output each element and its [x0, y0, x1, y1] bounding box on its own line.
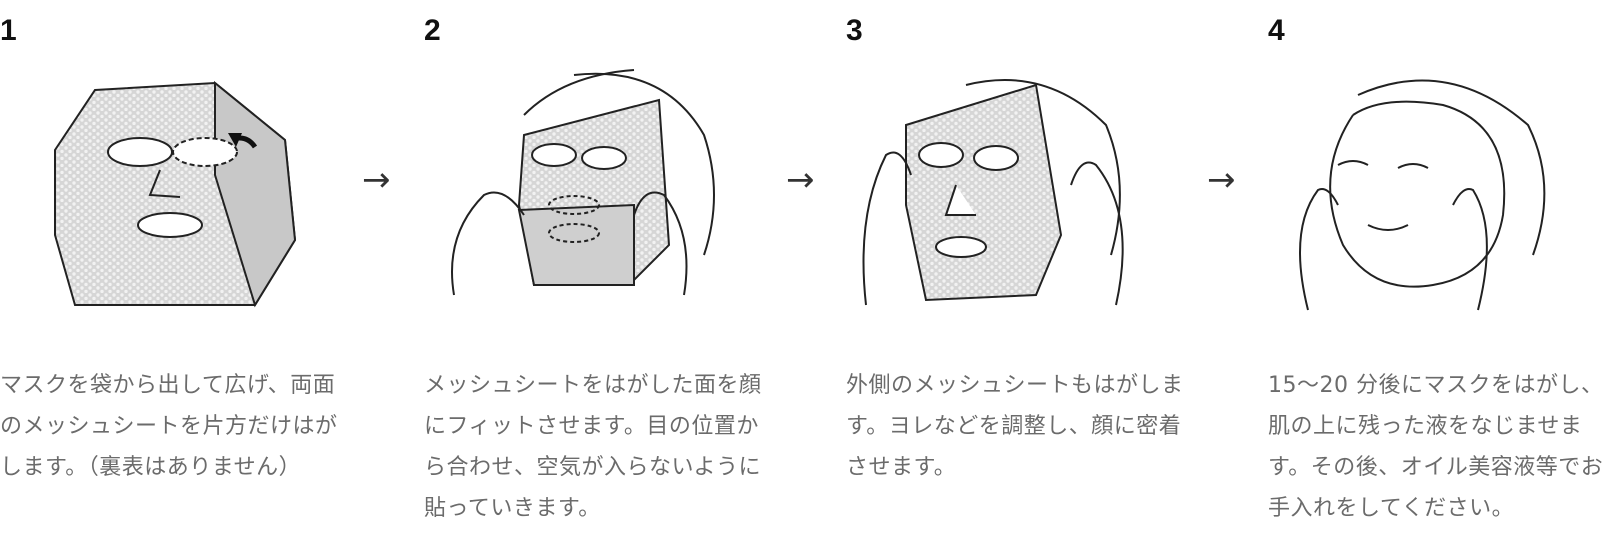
- caption-line: ら合わせ、空気が入らないように: [424, 455, 762, 480]
- step-number: 3: [846, 14, 863, 47]
- caption-line: のメッシュシートを片方だけはが: [0, 414, 338, 439]
- caption-line: します。（裏表はありません）: [0, 455, 302, 480]
- caption-line: 肌の上に残った液をなじませま: [1268, 414, 1583, 439]
- finishing-illustration: [1299, 79, 1546, 311]
- applying-mask-illustration: [451, 69, 715, 296]
- caption-line: にフィットさせます。目の位置か: [424, 414, 759, 439]
- step-caption: 15〜20 分後にマスクをはがし、 肌の上に残った液をなじませま す。その後、オ…: [1268, 365, 1618, 529]
- step-number: 4: [1268, 14, 1285, 47]
- step-caption: マスクを袋から出して広げ、両面 のメッシュシートを片方だけはが します。（裏表は…: [0, 365, 360, 488]
- step-number: 1: [0, 14, 17, 47]
- arrow-icon: →: [786, 160, 815, 200]
- caption-line: させます。: [846, 455, 957, 480]
- caption-line: マスクを袋から出して広げ、両面: [0, 373, 336, 398]
- caption-line: 15〜20 分後にマスクをはがし、: [1268, 373, 1604, 398]
- step-caption: 外側のメッシュシートもはがしま す。ヨレなどを調整し、顔に密着 させます。: [846, 365, 1206, 488]
- arrow-icon: →: [1207, 160, 1236, 200]
- caption-line: メッシュシートをはがした面を顔: [424, 373, 762, 398]
- mask-sheet-illustration: [54, 80, 297, 308]
- caption-line: 手入れをしてください。: [1268, 496, 1515, 521]
- step-caption: メッシュシートをはがした面を顔 にフィットさせます。目の位置か ら合わせ、空気が…: [424, 365, 784, 529]
- caption-line: 貼っていきます。: [424, 496, 601, 521]
- smoothing-mask-illustration: [862, 79, 1124, 306]
- step-number: 2: [424, 14, 441, 47]
- caption-line: 外側のメッシュシートもはがしま: [846, 373, 1184, 398]
- caption-line: す。ヨレなどを調整し、顔に密着: [846, 414, 1182, 439]
- arrow-icon: →: [362, 160, 391, 200]
- caption-line: す。その後、オイル美容液等でお: [1268, 455, 1604, 480]
